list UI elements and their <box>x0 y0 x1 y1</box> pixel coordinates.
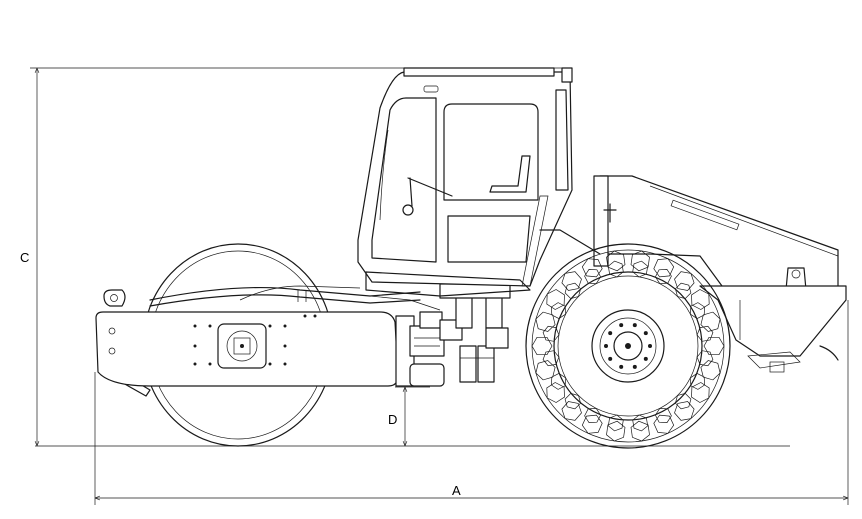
dimension-a: A <box>94 300 849 505</box>
front-lift-eye <box>103 289 126 307</box>
tread-block <box>564 393 581 410</box>
tread-block <box>632 414 649 432</box>
tread-block <box>546 382 565 403</box>
tread-block <box>654 408 672 423</box>
lug-nut <box>604 344 608 348</box>
drum-drive-motor <box>217 323 267 369</box>
tread-block <box>632 260 649 278</box>
tread-block <box>542 350 560 367</box>
tread-block <box>700 360 721 381</box>
tread-block <box>674 401 695 421</box>
tread-block <box>630 420 650 442</box>
rear-tyre <box>525 243 731 449</box>
lug-nut <box>643 331 648 336</box>
lug-nut <box>619 364 624 369</box>
articulation-joint <box>395 311 463 387</box>
tread-block <box>700 311 721 332</box>
tread-block <box>546 289 565 310</box>
lug-nut <box>608 331 613 336</box>
operator-cab <box>357 67 573 297</box>
tread-block <box>653 414 675 434</box>
tread-block <box>675 282 692 299</box>
tread-block <box>653 258 675 278</box>
dimension-a-label: A <box>452 483 461 498</box>
tread-block <box>581 414 603 434</box>
dimension-c-label: C <box>20 250 29 265</box>
tread-block <box>675 393 692 410</box>
tread-block <box>691 382 710 403</box>
tread-block <box>584 408 602 423</box>
hydraulic-hoses <box>149 285 441 311</box>
tread-block <box>551 302 566 320</box>
tread-block <box>674 271 695 291</box>
tread-block <box>535 311 556 332</box>
tread-block <box>551 372 566 390</box>
tread-block <box>584 269 602 284</box>
lug-nut <box>648 344 652 348</box>
lug-nut <box>632 364 637 369</box>
tread-block <box>696 325 714 342</box>
center-chassis <box>439 283 511 383</box>
lug-nut <box>643 356 648 361</box>
cab-support-arm <box>539 229 601 255</box>
tread-block <box>561 401 582 421</box>
dimension-d: D <box>388 386 430 446</box>
lug-nut <box>608 356 613 361</box>
tread-block <box>581 258 603 278</box>
lug-nut <box>632 323 637 328</box>
tread-block <box>696 350 714 367</box>
tread-block <box>606 420 626 442</box>
tread-block <box>703 336 725 356</box>
tread-block <box>531 336 553 356</box>
tread-block <box>630 250 650 272</box>
tread-block <box>691 289 710 310</box>
tread-block <box>690 372 705 390</box>
tread-block <box>535 360 556 381</box>
tread-block <box>561 271 582 291</box>
tread-block <box>564 282 581 299</box>
dimension-d-label: D <box>388 412 397 427</box>
engine-hood <box>593 175 847 373</box>
tread-block <box>607 414 624 432</box>
tread-block <box>654 269 672 284</box>
tread-block <box>606 250 626 272</box>
tread-block <box>690 302 705 320</box>
tread-block <box>607 260 624 278</box>
lug-nut <box>619 323 624 328</box>
tread-block <box>542 325 560 342</box>
